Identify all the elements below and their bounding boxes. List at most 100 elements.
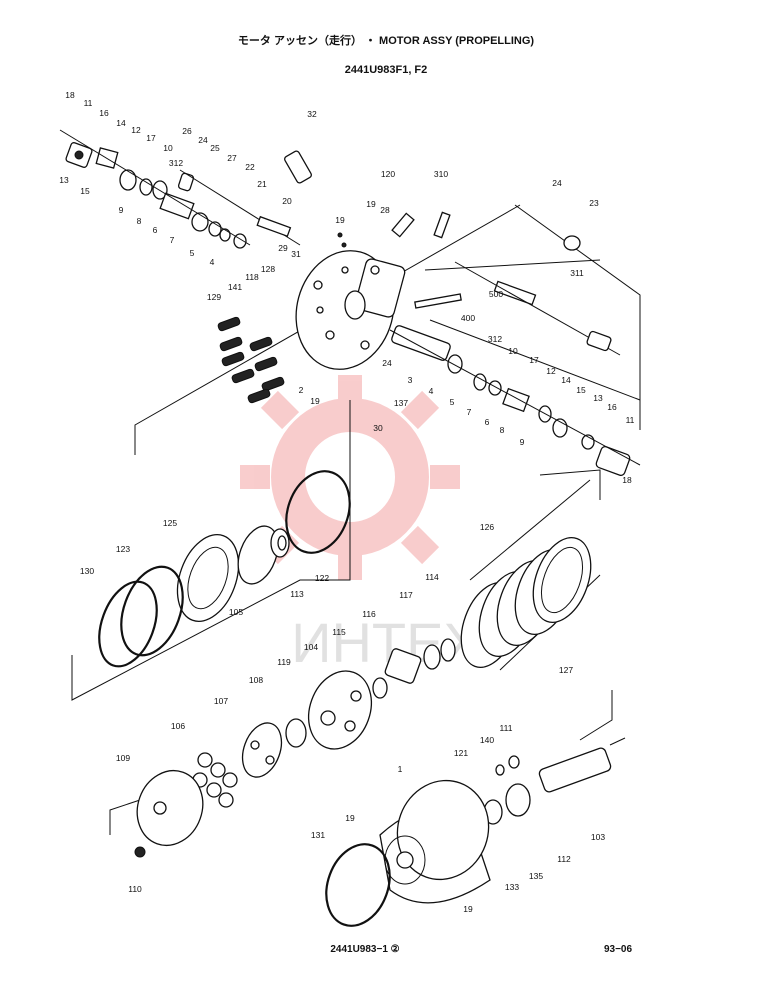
part-callout-13: 13 — [59, 175, 69, 185]
part-callout-24: 24 — [382, 358, 392, 368]
part-callout-118: 118 — [245, 272, 259, 282]
part-callout-312: 312 — [169, 158, 183, 168]
part-callout-19: 19 — [310, 396, 320, 406]
part-callout-500: 500 — [489, 289, 503, 299]
part-callout-18: 18 — [65, 90, 75, 100]
part-callout-312: 312 — [488, 334, 502, 344]
part-callout-122: 122 — [315, 573, 329, 583]
part-callout-3: 3 — [408, 375, 413, 385]
part-callout-7: 7 — [170, 235, 175, 245]
part-callout-9: 9 — [520, 437, 525, 447]
part-callout-311: 311 — [570, 268, 584, 278]
part-callout-135: 135 — [529, 871, 543, 881]
part-callout-8: 8 — [137, 216, 142, 226]
part-callout-19: 19 — [345, 813, 355, 823]
part-callout-24: 24 — [198, 135, 208, 145]
part-callout-114: 114 — [425, 572, 439, 582]
part-callout-6: 6 — [485, 417, 490, 427]
motor-housing — [325, 737, 626, 927]
part-callout-400: 400 — [461, 313, 475, 323]
part-callout-18: 18 — [622, 475, 632, 485]
part-callout-123: 123 — [116, 544, 130, 554]
part-callout-131: 131 — [311, 830, 325, 840]
part-callout-113: 113 — [290, 589, 304, 599]
part-callout-4: 4 — [210, 257, 215, 267]
part-callout-141: 141 — [228, 282, 242, 292]
part-callout-19: 19 — [366, 199, 376, 209]
part-callout-28: 28 — [380, 205, 390, 215]
part-callout-126: 126 — [480, 522, 494, 532]
valve-plate — [295, 250, 462, 370]
part-callout-15: 15 — [576, 385, 586, 395]
part-callout-5: 5 — [450, 397, 455, 407]
part-callout-103: 103 — [591, 832, 605, 842]
part-callout-137: 137 — [394, 398, 408, 408]
part-callout-104: 104 — [304, 642, 318, 652]
part-callout-32: 32 — [307, 109, 317, 119]
part-callout-11: 11 — [626, 415, 635, 425]
part-callout-20: 20 — [282, 196, 292, 206]
brake-section — [98, 470, 351, 668]
part-callout-120: 120 — [381, 169, 395, 179]
part-callout-7: 7 — [467, 407, 472, 417]
spring-set — [217, 316, 285, 404]
valve-spool-group — [177, 150, 581, 251]
part-callout-6: 6 — [153, 225, 158, 235]
part-callout-25: 25 — [210, 143, 220, 153]
relief-valve-left — [59, 129, 251, 249]
part-callout-130: 130 — [80, 566, 94, 576]
model-number: 2441U983F1, F2 — [345, 64, 428, 76]
diagram-title: モータ アッセン（走行） ・ MOTOR ASSY (PROPELLING) — [238, 33, 535, 47]
part-callout-19: 19 — [335, 215, 345, 225]
part-callout-2: 2 — [299, 385, 304, 395]
brake-plate-stack — [372, 537, 592, 699]
part-callout-9: 9 — [119, 205, 124, 215]
part-callout-26: 26 — [182, 126, 192, 136]
part-callout-14: 14 — [116, 118, 126, 128]
part-callout-109: 109 — [116, 753, 130, 763]
part-callout-112: 112 — [557, 854, 571, 864]
part-callout-117: 117 — [399, 590, 413, 600]
part-callout-5: 5 — [190, 248, 195, 258]
part-callout-17: 17 — [146, 133, 156, 143]
part-callout-121: 121 — [454, 748, 468, 758]
part-callout-108: 108 — [249, 675, 263, 685]
part-callout-29: 29 — [278, 243, 288, 253]
page-number: 93−06 — [604, 944, 633, 955]
part-callout-111: 111 — [500, 723, 513, 733]
part-callout-4: 4 — [429, 386, 434, 396]
part-callout-12: 12 — [546, 366, 556, 376]
part-callout-115: 115 — [332, 627, 346, 637]
part-callout-14: 14 — [561, 375, 571, 385]
relief-valve-right — [389, 261, 641, 476]
part-callout-19: 19 — [463, 904, 473, 914]
part-callout-12: 12 — [131, 125, 141, 135]
part-callout-116: 116 — [362, 609, 376, 619]
part-callout-110: 110 — [128, 884, 142, 894]
part-callout-310: 310 — [434, 169, 448, 179]
part-callout-16: 16 — [607, 402, 617, 412]
part-callout-24: 24 — [552, 178, 562, 188]
part-callout-16: 16 — [99, 108, 109, 118]
part-callout-30: 30 — [373, 423, 383, 433]
part-callout-10: 10 — [163, 143, 173, 153]
part-callout-17: 17 — [529, 355, 539, 365]
part-callout-107: 107 — [214, 696, 228, 706]
part-callout-11: 11 — [84, 98, 93, 108]
part-callout-1: 1 — [398, 764, 403, 774]
part-callout-129: 129 — [207, 292, 221, 302]
drawing-number: 2441U983−1 ② — [330, 944, 399, 955]
part-callout-133: 133 — [505, 882, 519, 892]
part-callout-27: 27 — [227, 153, 237, 163]
part-callout-13: 13 — [593, 393, 603, 403]
part-callout-140: 140 — [480, 735, 494, 745]
part-callout-127: 127 — [559, 665, 573, 675]
part-callout-21: 21 — [257, 179, 267, 189]
part-callout-8: 8 — [500, 425, 505, 435]
part-callout-10: 10 — [508, 346, 518, 356]
part-callout-125: 125 — [163, 518, 177, 528]
part-callout-128: 128 — [261, 264, 275, 274]
part-callout-15: 15 — [80, 186, 90, 196]
part-callout-23: 23 — [589, 198, 599, 208]
